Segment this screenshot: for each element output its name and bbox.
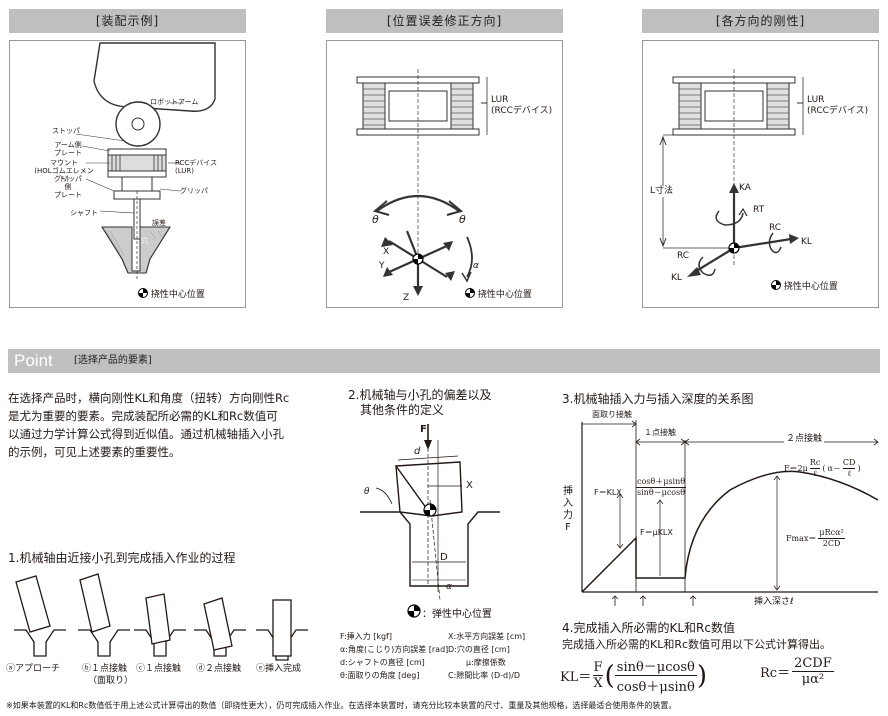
step-approach-label: ⓐアプローチ xyxy=(6,664,61,674)
header-rigidity: [各方向的刚性] xyxy=(642,9,879,33)
legend-row-4-left: θ:面取りの角度 [deg] xyxy=(340,671,420,680)
legend-row-2-right: D:穴の直径 [cm] xyxy=(448,645,510,654)
label-shaft: シャフト xyxy=(70,209,98,217)
formula-f-klx: F＝KLX xyxy=(594,488,622,497)
assembly-diagram xyxy=(75,42,216,281)
label-l-size: L寸法 xyxy=(650,186,674,197)
step-d-label: ⓓ２点接触 xyxy=(196,664,242,674)
label-lur: LUR(RCCデバイス) xyxy=(491,95,553,116)
label-x: X xyxy=(466,480,473,491)
label-grip-plate: グリッパ側プレート xyxy=(54,175,82,199)
label-axis-x: X xyxy=(383,247,390,257)
label-theta-left: θ xyxy=(372,213,379,226)
label-rcc-device: RCCデバイス(LUR) xyxy=(175,159,218,175)
label-chamfer-contact: 面取り接触 xyxy=(592,410,632,419)
label-mount: マウント(HOLゴムエレメント) xyxy=(34,159,94,183)
legend-row-3-right: μ:摩擦係数 xyxy=(466,658,506,667)
header-example: [装配示例] xyxy=(9,9,246,33)
point-subtitle: [选择产品的要素] xyxy=(74,355,152,366)
step-c-label: ⓒ１点接触 xyxy=(136,664,182,674)
label-gripper: グリッパ xyxy=(180,187,208,195)
step-b-sub-label: （面取り） xyxy=(88,676,134,686)
formula-fraction: cosθ＋μsinθ sinθ－μcosθ xyxy=(636,477,687,497)
label-rc-left: RC xyxy=(677,251,690,261)
footnote: ※如果本装置的KL和Rc数值低于用上述公式计算得出的数值（即挠性更大），仍可完成… xyxy=(6,701,677,710)
legend-row-4-right: C:隙間比率 (D-d)/D xyxy=(448,671,521,680)
label-error: 誤差 xyxy=(152,219,166,227)
label-hole: 穴 xyxy=(141,237,148,245)
label-lur: LUR(RCCデバイス) xyxy=(807,95,869,116)
panel-example: ロボットアーム ストッパ アーム側プレート マウント(HOLゴムエレメント) グ… xyxy=(9,40,246,308)
label-d-big: D xyxy=(440,552,448,563)
label-ka: KA xyxy=(739,183,751,193)
section4-title: 4.完成插入所必需的KL和Rc数值 xyxy=(562,621,735,635)
legend-row-1-right: X:水平方向誤差 [cm] xyxy=(448,632,526,641)
legend-row-1-left: F:挿入力 [kgf] xyxy=(340,632,392,641)
flex-center-icon xyxy=(771,280,781,290)
flex-center-icon xyxy=(138,288,148,298)
section3-title: 3.机械轴插入力与插入深度的关系图 xyxy=(562,392,754,406)
elastic-center-legend: ：弹性中心位置 xyxy=(422,609,492,620)
rigidity-diagram xyxy=(659,69,804,277)
label-arm-plate: アーム側プレート xyxy=(54,141,82,157)
direction-diagram xyxy=(356,69,488,296)
section1-title: 1.机械轴由近接小孔到完成插入作业的过程 xyxy=(8,551,236,565)
header-direction: [位置误差修正方向] xyxy=(326,9,563,33)
formula-f-mu-klx: F＝μKLX xyxy=(640,528,673,537)
section2-title: 2.机械轴与小孔的偏差以及 其他条件的定义 xyxy=(348,388,492,417)
label-one-point: １点接触 xyxy=(644,428,676,437)
legend-row-3-left: d:シャフトの直径 [cm] xyxy=(340,658,425,667)
label-robot-arm: ロボットアーム xyxy=(150,98,199,106)
label-kl-left: KL xyxy=(671,273,682,283)
label-theta: θ xyxy=(364,487,370,497)
label-theta-right: θ xyxy=(459,213,466,226)
label-kl-right: KL xyxy=(801,237,812,247)
label-alpha: α xyxy=(446,582,452,592)
intro-text: 在选择产品时，横向刚性KL和角度（扭转）方向刚性Rc 是尤为重要的要素。完成装配… xyxy=(8,391,290,459)
label-two-point: ２点接触 xyxy=(784,434,825,445)
flex-center-legend: 挠性中心位置 xyxy=(138,288,205,301)
label-f: F xyxy=(420,424,427,435)
label-axis-z: Z xyxy=(403,293,410,303)
point-title: Point xyxy=(14,351,53,370)
panel-rigidity: LUR(RCCデバイス) L寸法 KA RT RC KL RC KL 挠性中心位… xyxy=(642,40,879,308)
step-e-label: ⓔ挿入完成 xyxy=(256,664,302,674)
point-bar: Point [选择产品的要素] xyxy=(8,349,880,373)
legend-row-2-left: α:角度(こじり)方向誤差 [rad] xyxy=(340,645,449,654)
label-stopper: ストッパ xyxy=(52,127,80,135)
label-rc-right: RC xyxy=(769,223,782,233)
label-rt: RT xyxy=(753,205,765,215)
label-d-small: d xyxy=(414,446,421,457)
panel-direction: LUR(RCCデバイス) θ θ X Y Z α 挠性中心位置 xyxy=(326,40,563,308)
flex-center-legend: 挠性中心位置 xyxy=(465,288,532,301)
flex-center-legend: 挠性中心位置 xyxy=(771,280,838,293)
section4-desc: 完成插入所必需的KL和Rc数值可用以下公式计算得出。 xyxy=(562,638,832,651)
label-alpha: α xyxy=(473,261,479,271)
label-axis-y: Y xyxy=(379,261,385,271)
x-axis-label: 挿入深さℓ xyxy=(754,597,794,607)
step-b-label: ⓑ１点接触 xyxy=(82,664,128,674)
flex-center-icon xyxy=(465,288,475,298)
